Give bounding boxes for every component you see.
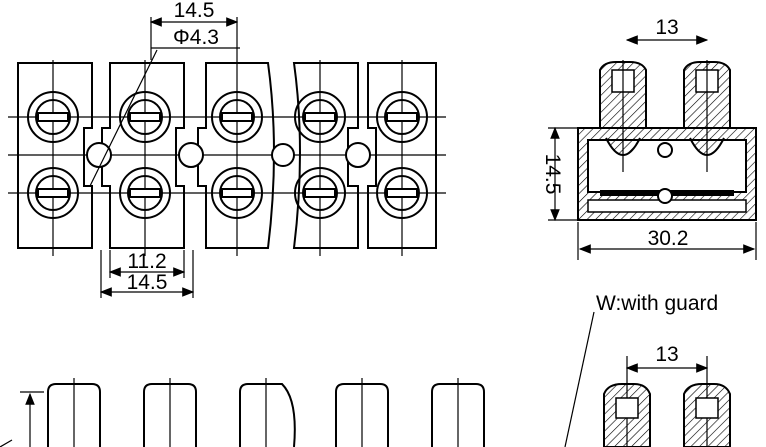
- guard-screw-spacing-label: 13: [655, 343, 678, 366]
- bottom-pitch-label: 14.5: [127, 271, 168, 294]
- hole-diameter-label: Φ4.3: [173, 26, 219, 49]
- top-screw-row: [27, 91, 428, 143]
- mounting-holes: [86, 142, 371, 168]
- front-view: 14.5 Φ4.3 11.2 14.5: [8, 0, 446, 298]
- top-pitch-label: 14.5: [174, 0, 215, 22]
- side-height-label: 14.5: [541, 154, 564, 195]
- guard-side-view: 13: [603, 343, 731, 447]
- bottom-view: [0, 378, 485, 447]
- guard-label: W:with guard: [596, 292, 718, 315]
- screw-icon: [211, 91, 263, 143]
- screw-icon: [119, 167, 171, 219]
- screw-icon: [119, 91, 171, 143]
- screw-icon: [376, 167, 428, 219]
- module-outlines: [17, 62, 437, 249]
- screw-icon: [376, 91, 428, 143]
- bottom-screw-row: [27, 167, 428, 219]
- screw-icon: [27, 91, 79, 143]
- inner-gap-label: 11.2: [127, 250, 166, 273]
- screw-icon: [294, 91, 346, 143]
- side-screw-spacing-label: 13: [655, 16, 678, 39]
- side-width-label: 30.2: [648, 227, 689, 250]
- screw-icon: [294, 167, 346, 219]
- screw-icon: [27, 167, 79, 219]
- side-view: 13 14.5 30.2: [541, 16, 757, 260]
- screw-icon: [211, 167, 263, 219]
